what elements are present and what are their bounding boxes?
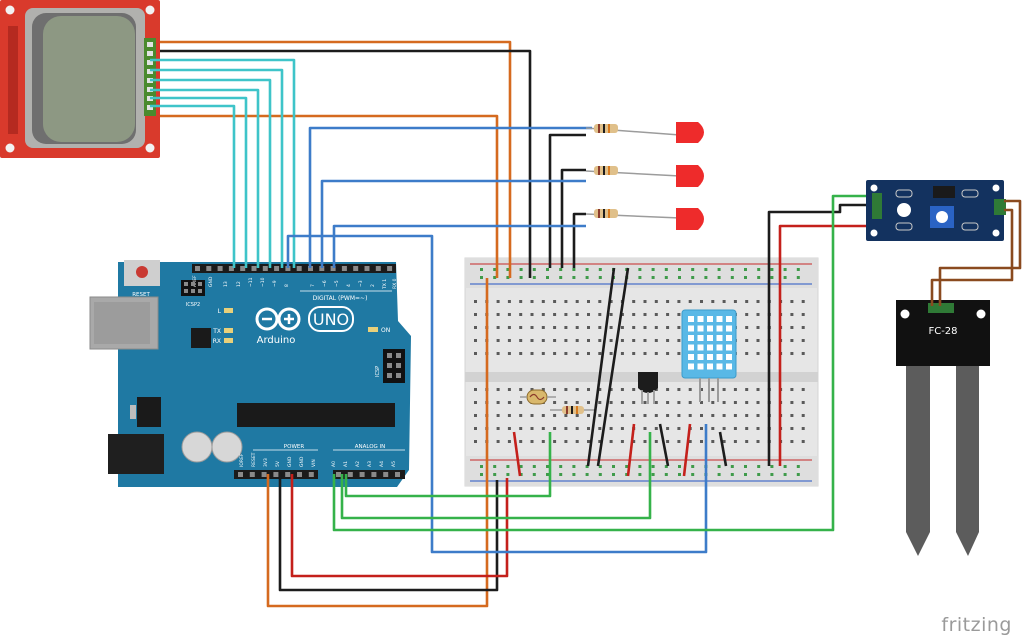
pin-6-label: ~6 <box>322 280 328 287</box>
sensor-comparator-module <box>866 180 1006 241</box>
a3-label: A3 <box>367 461 373 467</box>
a4-label: A4 <box>379 461 385 467</box>
photoresistor <box>520 389 556 405</box>
a0-label: A0 <box>331 461 337 467</box>
led-l-label: L <box>218 308 222 315</box>
uno-logo: UNO <box>313 310 349 329</box>
pin-4-label: 4 <box>346 284 352 287</box>
a2-label: A2 <box>355 461 361 467</box>
arduino-uno-board: RESET ICSP2 AREF GND 13 12 ~11 ~10 ~9 8 … <box>89 260 411 487</box>
led-red-1 <box>676 122 704 143</box>
pin-10-label: ~10 <box>260 277 266 287</box>
pin-2-label: 2 <box>370 284 376 287</box>
pin-5-label: ~5 <box>334 280 340 287</box>
resistor-ldr <box>550 406 596 414</box>
led-tx-label: TX <box>212 328 221 335</box>
on-label: ON <box>381 327 390 334</box>
pin-12-label: 12 <box>236 281 242 287</box>
probe-label: FC-28 <box>928 326 957 337</box>
pin-9-label: ~9 <box>272 280 278 287</box>
dht-sensor <box>681 309 737 402</box>
power-5v-label: 5V <box>275 460 281 467</box>
power-gnd2-label: GND <box>299 456 305 467</box>
dht-grille <box>688 316 732 370</box>
ioref-label: IOREF <box>239 453 245 467</box>
arduino-brand: Arduino <box>257 335 296 346</box>
pin-7-label: 7 <box>310 284 316 287</box>
pin-11-label: ~11 <box>248 277 254 287</box>
icsp2-label: ICSP2 <box>186 302 200 308</box>
icsp-header <box>184 282 401 378</box>
temperature-sensor-transistor <box>638 372 658 404</box>
led-red-3 <box>676 208 704 230</box>
fritzing-brand: fritzing <box>941 614 1012 636</box>
breadboard <box>464 257 819 487</box>
reset-label: RESET <box>132 292 150 298</box>
power-3v3-label: 3V3 <box>263 458 269 467</box>
pin-gnd-label: GND <box>208 276 214 287</box>
power-label: POWER <box>284 444 305 450</box>
led-red-2 <box>676 165 704 187</box>
lcd-display <box>0 0 160 158</box>
pin-aref-label: AREF <box>192 275 198 287</box>
analog-in-label: ANALOG IN <box>355 444 386 450</box>
power-gnd1-label: GND <box>287 456 293 467</box>
a5-label: A5 <box>391 461 397 467</box>
pin-1-label: TX 1 <box>382 279 388 290</box>
digital-label: DIGITAL (PWM=~) <box>313 295 368 302</box>
icsp-label: ICSP <box>375 366 381 377</box>
led-resistor-group <box>585 122 704 230</box>
power-analog-header <box>238 472 400 477</box>
wires <box>150 40 1022 608</box>
power-reset-label: RESET <box>251 452 257 467</box>
pin-3-label: ~3 <box>358 280 364 287</box>
power-vin-label: VIN <box>311 459 317 467</box>
pin-0-label: RX 0 <box>392 278 398 289</box>
pin-8-label: 8 <box>284 284 290 287</box>
digital-header <box>195 266 393 271</box>
a1-label: A1 <box>343 461 349 467</box>
led-rx-label: RX <box>213 338 221 345</box>
pin-13-label: 13 <box>223 281 229 287</box>
arduino-logo-icon <box>255 307 301 331</box>
soil-moisture-probe: FC-28 <box>896 300 990 556</box>
